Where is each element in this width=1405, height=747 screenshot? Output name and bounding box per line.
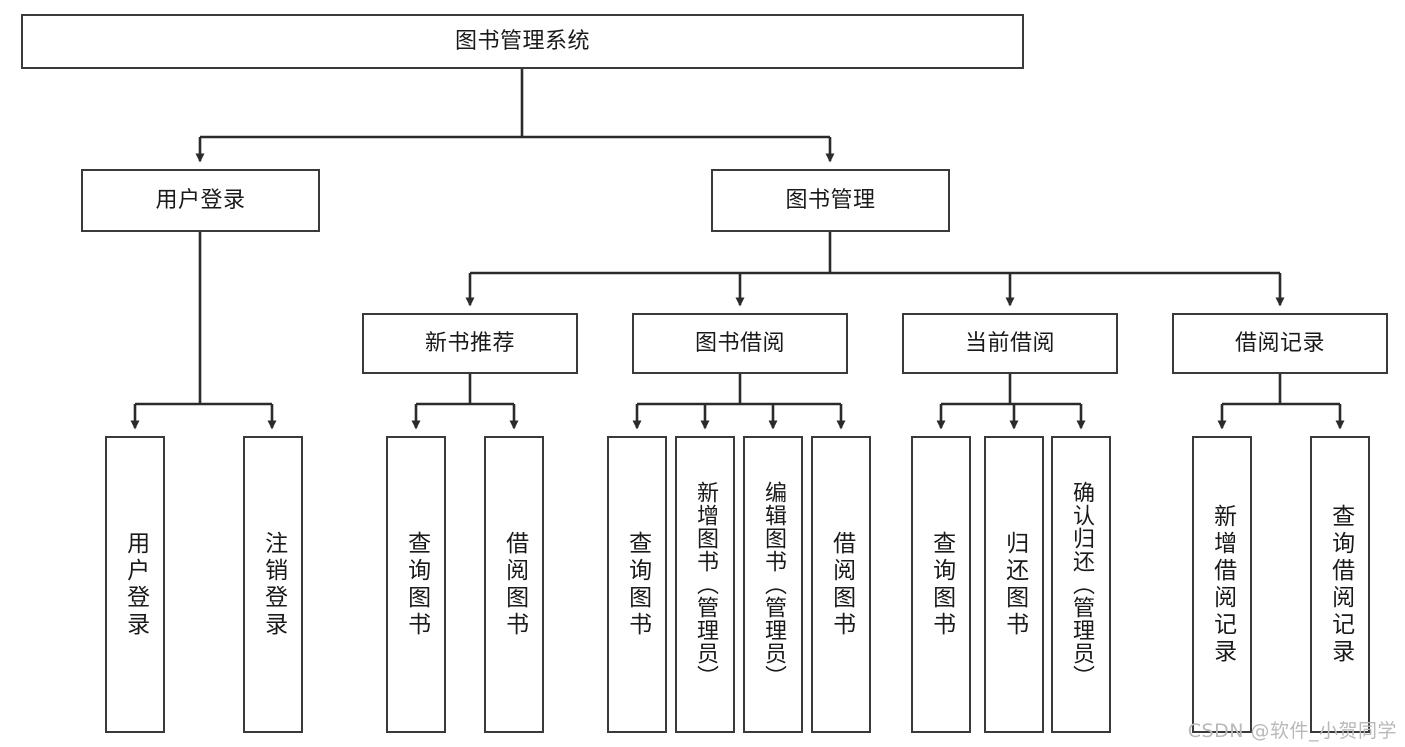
node-user-login[interactable]: 用户登录 [81, 169, 320, 232]
leaf-borrow-book-recommend-label: 借阅图书 [501, 530, 528, 639]
leaf-return-book-label: 归还图书 [1001, 530, 1028, 639]
node-current-borrow-label: 当前借阅 [964, 330, 1055, 356]
node-user-login-label: 用户登录 [155, 187, 246, 213]
leaf-return-book[interactable]: 归还图书 [984, 436, 1044, 733]
leaf-query-book-borrow[interactable]: 查询图书 [607, 436, 667, 733]
node-book-management-label: 图书管理 [785, 187, 876, 213]
leaf-query-book-recommend[interactable]: 查询图书 [386, 436, 446, 733]
leaf-add-book-admin[interactable]: 新增图书（管理员） [675, 436, 735, 733]
node-book-borrow[interactable]: 图书借阅 [632, 313, 848, 374]
node-current-borrow[interactable]: 当前借阅 [902, 313, 1118, 374]
node-borrow-record-label: 借阅记录 [1234, 330, 1325, 356]
node-book-borrow-label: 图书借阅 [694, 330, 785, 356]
leaf-logout-label: 注销登录 [260, 530, 287, 639]
leaf-query-book-current-label: 查询图书 [928, 530, 955, 639]
node-new-book-recommend[interactable]: 新书推荐 [362, 313, 578, 374]
watermark: CSDN @软件_小贺同学 [1187, 720, 1397, 742]
node-borrow-record[interactable]: 借阅记录 [1172, 313, 1388, 374]
leaf-user-login[interactable]: 用户登录 [105, 436, 165, 733]
leaf-query-book-recommend-label: 查询图书 [403, 530, 430, 639]
leaf-logout[interactable]: 注销登录 [243, 436, 303, 733]
node-root[interactable]: 图书管理系统 [21, 14, 1024, 69]
leaf-add-borrow-record[interactable]: 新增借阅记录 [1192, 436, 1252, 733]
leaf-add-book-admin-label: 新增图书（管理员） [692, 481, 718, 688]
node-root-label: 图书管理系统 [454, 28, 590, 54]
leaf-query-book-current[interactable]: 查询图书 [911, 436, 971, 733]
leaf-borrow-book[interactable]: 借阅图书 [811, 436, 871, 733]
node-new-book-recommend-label: 新书推荐 [424, 330, 515, 356]
leaf-borrow-book-recommend[interactable]: 借阅图书 [484, 436, 544, 733]
leaf-borrow-book-label: 借阅图书 [828, 530, 855, 639]
leaf-edit-book-admin-label: 编辑图书（管理员） [760, 481, 786, 688]
leaf-query-book-borrow-label: 查询图书 [624, 530, 651, 639]
leaf-user-login-label: 用户登录 [122, 530, 149, 639]
leaf-edit-book-admin[interactable]: 编辑图书（管理员） [743, 436, 803, 733]
leaf-add-borrow-record-label: 新增借阅记录 [1209, 503, 1236, 666]
leaf-query-borrow-record[interactable]: 查询借阅记录 [1310, 436, 1370, 733]
leaf-confirm-return-admin[interactable]: 确认归还（管理员） [1051, 436, 1111, 733]
leaf-confirm-return-admin-label: 确认归还（管理员） [1068, 481, 1094, 688]
leaf-query-borrow-record-label: 查询借阅记录 [1327, 503, 1354, 666]
node-book-management[interactable]: 图书管理 [711, 169, 950, 232]
